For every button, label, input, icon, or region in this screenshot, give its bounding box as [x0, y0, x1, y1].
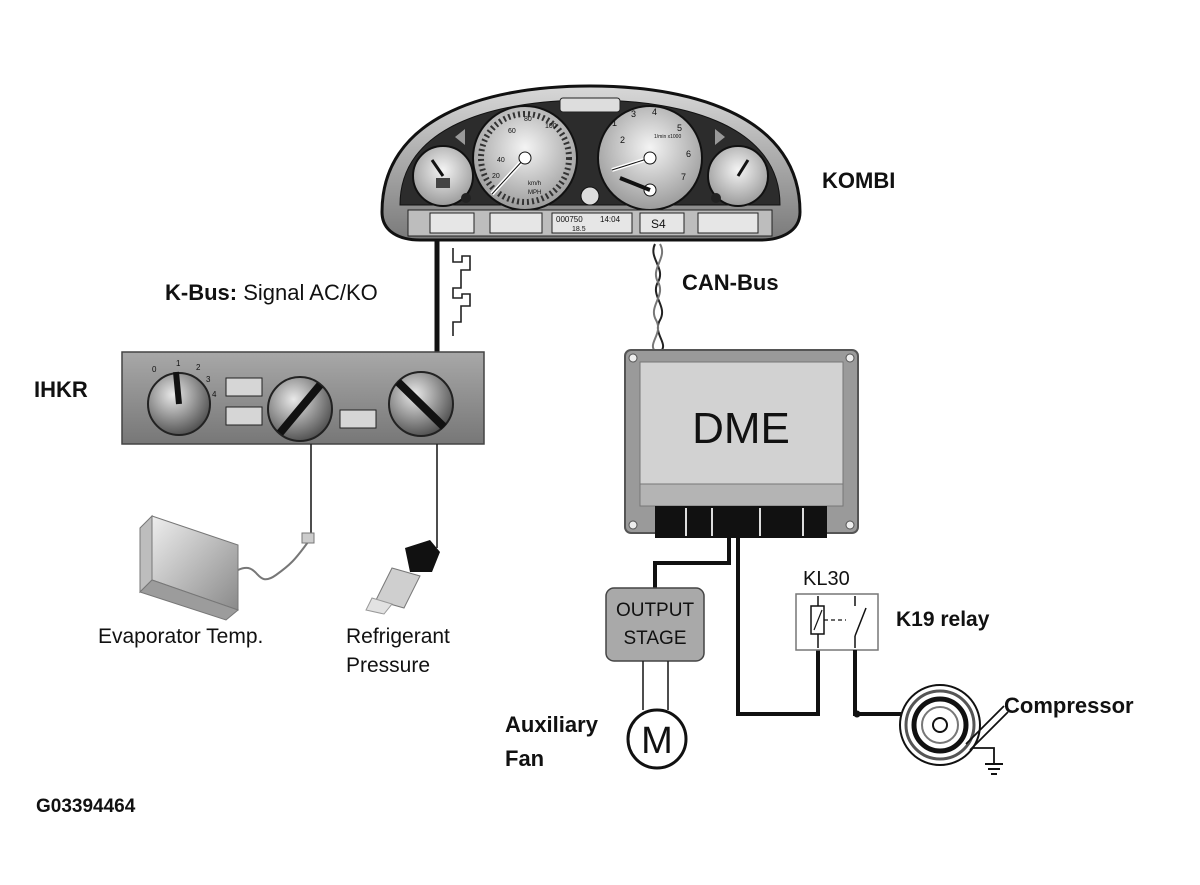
instrument-cluster-kombi: 40 60 80 100 20 km/h MPH 2 1 3 4 5 6 7 1… [380, 84, 802, 242]
k-bus-label-text: Signal AC/KO [237, 280, 378, 305]
speedo-unit-mph: MPH [528, 190, 541, 196]
svg-text:4: 4 [212, 390, 217, 399]
relay-to-compressor-wire [853, 650, 905, 716]
k-bus-signal-waveform [452, 248, 471, 336]
defrost-button [225, 406, 263, 426]
refrigerant-label-line2: Pressure [346, 654, 430, 677]
kl30-label: KL30 [803, 568, 850, 590]
auxiliary-fan-motor [626, 708, 688, 770]
motor-symbol: M [641, 720, 673, 762]
output-stage-box [605, 587, 705, 662]
gear-readout: S4 [651, 217, 666, 231]
tach-tick-label: 3 [631, 109, 636, 119]
k19-relay-label: K19 relay [896, 608, 990, 631]
trip-readout: 18.5 [572, 226, 586, 233]
tach-tick-label: 1 [612, 118, 617, 128]
evaporator-temp-sensor [139, 514, 315, 621]
dme-to-output-stage-wire [653, 538, 731, 588]
ihkr-label: IHKR [34, 377, 88, 402]
tach-tick-label: 6 [686, 149, 691, 159]
dme-to-relay-wire [736, 538, 820, 716]
center-indicator [580, 186, 600, 206]
speedometer: 40 60 80 100 20 km/h MPH [472, 105, 578, 211]
can-bus-twisted-pair [651, 243, 665, 353]
tach-tick-label: 7 [681, 172, 686, 182]
speedo-tick-label: 100 [545, 123, 557, 130]
refrigerant-pressure-sensor [365, 540, 440, 615]
k-bus-label: K-Bus: Signal AC/KO [165, 280, 378, 305]
speedo-unit-kmh: km/h [528, 181, 541, 187]
speedo-tick-label: 60 [508, 128, 516, 135]
ac-button [339, 409, 377, 429]
dme-connector [655, 506, 827, 538]
odometer-readout: 000750 [556, 215, 583, 224]
tach-tick-label: 5 [677, 123, 682, 133]
compressor-label: Compressor [1004, 693, 1134, 718]
ground-symbol [985, 763, 1003, 775]
clock-readout: 14:04 [600, 215, 621, 224]
output-stage-label-line1: OUTPUT [616, 600, 695, 621]
svg-text:0: 0 [152, 365, 157, 374]
kombi-label: KOMBI [822, 168, 895, 193]
figure-id: G03394464 [36, 796, 136, 817]
speedo-tick-label: 80 [524, 116, 532, 123]
aux-fan-label-line2: Fan [505, 746, 544, 771]
tach-tick-label: 4 [652, 107, 657, 117]
dme-control-unit [624, 349, 859, 538]
recirculation-button [225, 377, 263, 397]
evaporator-temp-label: Evaporator Temp. [98, 625, 263, 648]
temperature-gauge [707, 145, 769, 207]
aux-fan-label-line1: Auxiliary [505, 712, 599, 737]
speedo-tick-label: 20 [492, 173, 500, 180]
speedo-tick-label: 40 [497, 157, 505, 164]
tachometer: 2 1 3 4 5 6 7 1/min x1000 [597, 105, 703, 211]
output-stage-label-line2: STAGE [624, 628, 687, 649]
k-bus-label-bold: K-Bus: [165, 280, 237, 305]
compressor-clutch [899, 684, 1009, 766]
refrigerant-label-line1: Refrigerant [346, 625, 450, 648]
dme-label: DME [692, 404, 790, 453]
svg-text:2: 2 [196, 363, 201, 372]
tach-tick-label: 2 [620, 135, 625, 145]
svg-text:3: 3 [206, 375, 211, 384]
fuel-gauge [412, 145, 474, 207]
tach-unit: 1/min x1000 [654, 134, 681, 140]
can-bus-label: CAN-Bus [682, 270, 779, 295]
k19-relay [795, 593, 879, 651]
ihkr-control-panel: 0 1 2 3 4 [121, 351, 485, 445]
svg-text:1: 1 [176, 359, 181, 368]
